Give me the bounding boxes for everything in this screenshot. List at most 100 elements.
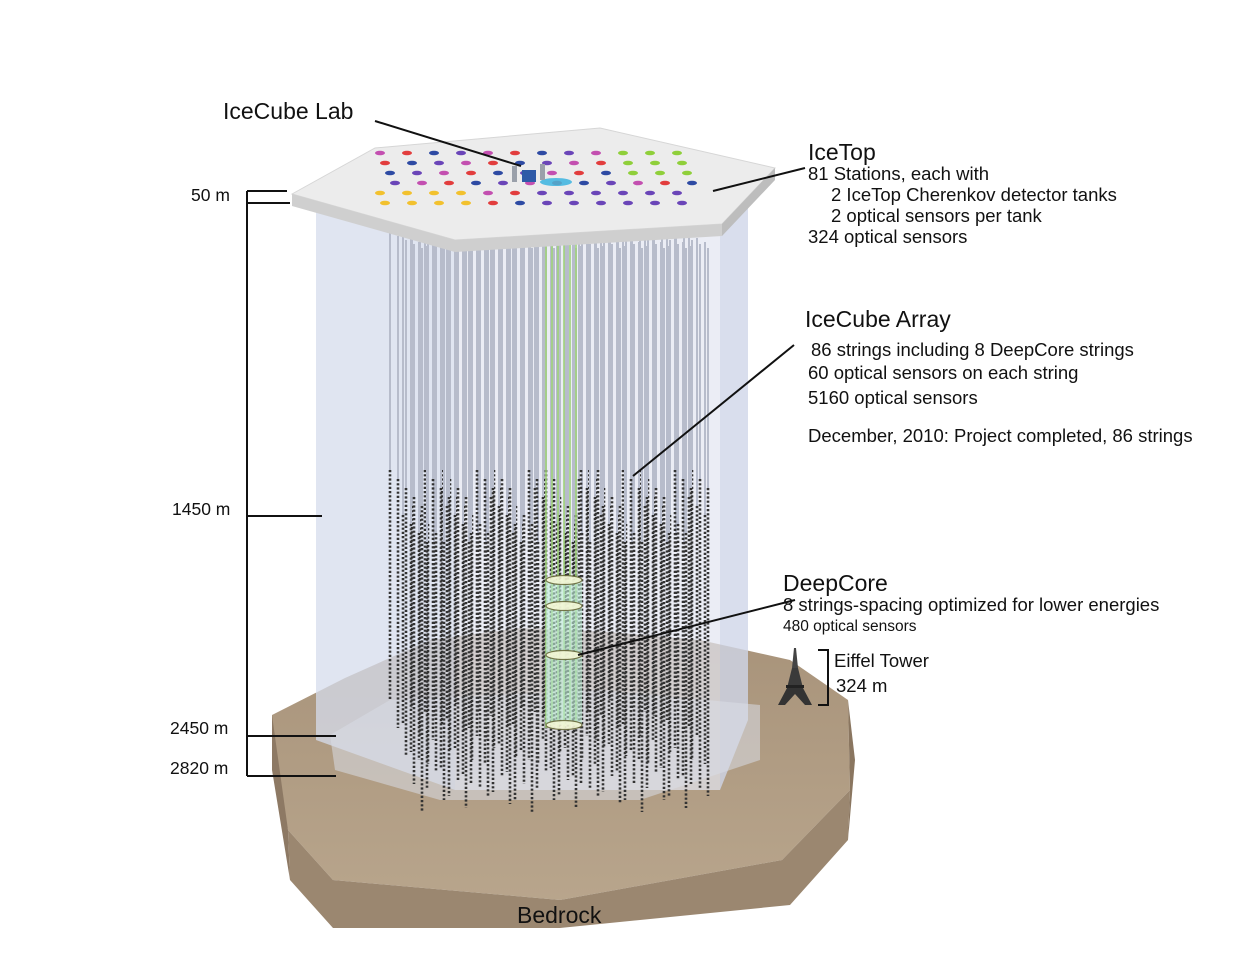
icetop-station (417, 180, 427, 186)
deepcore-line-2: 480 optical sensors (783, 618, 917, 635)
icetop-station (672, 190, 682, 196)
bedrock-side-face (288, 790, 850, 928)
icetop-station (618, 190, 628, 196)
bedrock-label: Bedrock (517, 902, 602, 928)
array-line-1: 86 strings including 8 DeepCore strings (811, 339, 1134, 360)
icetop-station (596, 200, 606, 206)
icetop-station-cluster (540, 178, 572, 186)
array-completion-note: December, 2010: Project completed, 86 st… (808, 425, 1193, 446)
depth-label-50: 50 m (191, 185, 230, 205)
deepcore-ring (545, 600, 583, 612)
icetop-station (375, 150, 385, 156)
lab-tower-right (540, 164, 545, 180)
deepcore-ring (545, 574, 583, 586)
eiffel-tower-icon (778, 648, 812, 705)
deepcore-ring (545, 719, 583, 731)
icetop-station (655, 170, 665, 176)
icetop-station (493, 170, 503, 176)
icetop-station (623, 160, 633, 166)
surface-front-face (292, 194, 722, 252)
eiffel-tower-height: 324 m (836, 675, 888, 696)
eiffel-tower-label: Eiffel Tower (834, 650, 929, 671)
array-title: IceCube Array (805, 306, 951, 332)
bedrock-edge-shade (272, 715, 290, 880)
icetop-station (385, 170, 395, 176)
deepcore-title: DeepCore (783, 570, 888, 596)
icetop-station (488, 200, 498, 206)
icetop-station (510, 150, 520, 156)
icecube-lab-building (512, 164, 545, 182)
surface-right-face (722, 168, 775, 236)
deepcore-line-1: 8 strings-spacing optimized for lower en… (783, 594, 1160, 615)
deepcore-volume (545, 236, 583, 731)
icetop-station (537, 190, 547, 196)
icetop-station (456, 190, 466, 196)
icetop-stations (375, 150, 697, 206)
icetop-station (407, 200, 417, 206)
icetop-station (574, 170, 584, 176)
icetop-station (515, 200, 525, 206)
icetop-station (510, 190, 520, 196)
deepcore-leader (577, 599, 796, 656)
icetop-line-1: 81 Stations, each with (808, 163, 989, 184)
icetop-station (471, 180, 481, 186)
array-leader (632, 344, 795, 477)
icetop-station (650, 200, 660, 206)
icetop-station (633, 180, 643, 186)
icetop-line-4: 324 optical sensors (808, 226, 968, 247)
eiffel-bracket (818, 649, 829, 706)
icetop-station (645, 190, 655, 196)
icetop-station (380, 200, 390, 206)
icetop-station (687, 180, 697, 186)
icetop-station (429, 190, 439, 196)
icetop-station (672, 150, 682, 156)
icetop-station (488, 160, 498, 166)
icetop-station (434, 200, 444, 206)
array-line-3: 5160 optical sensors (808, 387, 978, 408)
depth-scale (246, 190, 336, 777)
array-line-2: 60 optical sensors on each string (808, 362, 1079, 383)
icetop-station (564, 190, 574, 196)
icetop-station (537, 150, 547, 156)
icetop-station (390, 180, 400, 186)
icetop-leader (712, 167, 806, 192)
icetop-station (660, 180, 670, 186)
depth-label-2820: 2820 m (170, 758, 229, 778)
lab-tower-left (512, 166, 517, 182)
icetop-station (402, 190, 412, 196)
icetop-station (412, 170, 422, 176)
icetop-line-2: 2 IceTop Cherenkov detector tanks (831, 184, 1117, 205)
icetop-station (579, 180, 589, 186)
icetop-station (596, 160, 606, 166)
icetop-station (601, 170, 611, 176)
lab-leader (374, 120, 522, 167)
icetop-station (402, 150, 412, 156)
icetop-station (547, 170, 557, 176)
icetop-station (623, 200, 633, 206)
icetop-station (444, 180, 454, 186)
icetop-station (461, 160, 471, 166)
icetop-station (380, 160, 390, 166)
depth-label-1450: 1450 m (172, 499, 231, 519)
icetop-station (677, 200, 687, 206)
icecube-lab-label: IceCube Lab (223, 98, 354, 124)
icetop-station (434, 160, 444, 166)
icetop-station (483, 190, 493, 196)
deepcore-ring (545, 649, 583, 661)
depth-label-2450: 2450 m (170, 718, 229, 738)
icetop-station (375, 190, 385, 196)
icetop-station (677, 160, 687, 166)
ice-column-right-face (720, 205, 748, 790)
icetop-station (591, 150, 601, 156)
icetop-station (628, 170, 638, 176)
icetop-station (407, 160, 417, 166)
icetop-station (650, 160, 660, 166)
icetop-station (606, 180, 616, 186)
icetop-station (682, 170, 692, 176)
bedrock-right-shade (848, 700, 855, 840)
icetop-line-3: 2 optical sensors per tank (831, 205, 1042, 226)
icetop-station (542, 200, 552, 206)
icetop-station (461, 200, 471, 206)
icetop-station (429, 150, 439, 156)
